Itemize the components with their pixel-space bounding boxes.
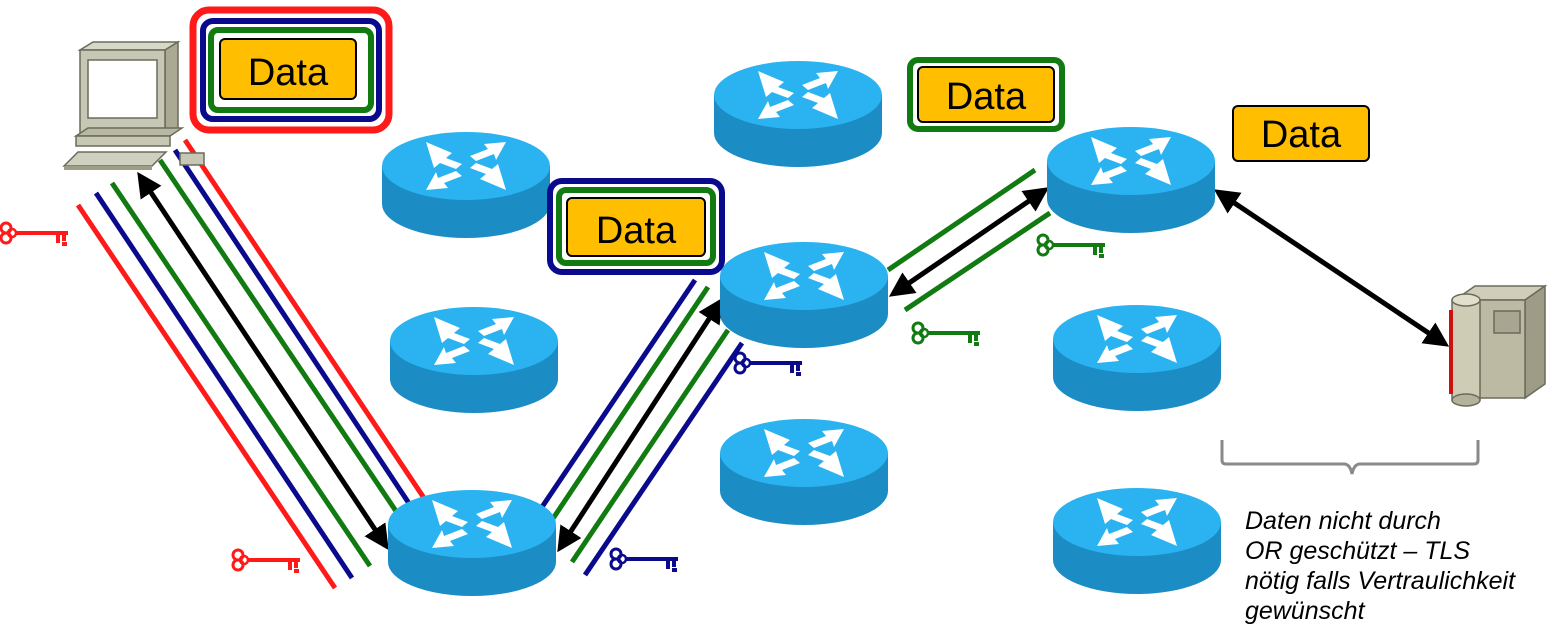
arrow-router2-router3 — [888, 187, 1050, 297]
packet-label: Data — [1261, 114, 1342, 156]
packet-label: Data — [596, 210, 677, 252]
arrow-router1-router2 — [557, 297, 723, 553]
link-router1-router2 — [537, 278, 745, 577]
key-icon — [1036, 233, 1107, 260]
arrow-client-router1 — [137, 171, 389, 551]
packet-client: Data — [189, 6, 393, 134]
arrow-router3-server — [1213, 189, 1450, 347]
packet-label: Data — [946, 76, 1027, 118]
packet-hop2: Data — [907, 57, 1065, 132]
router-icon — [1053, 488, 1221, 594]
router-icon — [714, 61, 882, 167]
link-router2-router3 — [886, 167, 1052, 313]
caption: Daten nicht durch OR geschützt – TLS nöt… — [1245, 506, 1555, 626]
router-icon — [388, 490, 556, 596]
router-icon — [382, 132, 550, 238]
curly-brace-icon — [1220, 440, 1480, 475]
key-icon — [0, 221, 70, 248]
caption-line: nötig falls Vertraulichkeit — [1245, 567, 1516, 595]
router-icon — [720, 242, 888, 348]
desktop-computer-icon — [62, 40, 205, 170]
packet-hop1: Data — [547, 178, 725, 275]
packet-exit: Data — [1232, 105, 1370, 162]
key-icon — [609, 547, 680, 574]
key-icon — [231, 548, 302, 575]
router-icon — [1053, 305, 1221, 411]
server-tower-icon — [1449, 284, 1548, 407]
key-icon — [911, 321, 982, 348]
caption-line: gewünscht — [1245, 597, 1365, 625]
router-icon — [720, 419, 888, 525]
router-icon — [390, 307, 558, 413]
packet-label: Data — [248, 52, 329, 94]
router-icon — [1047, 127, 1215, 233]
key-icon — [733, 351, 804, 378]
caption-line: Daten nicht durch — [1245, 507, 1441, 535]
caption-line: OR geschützt – TLS — [1245, 537, 1471, 565]
link-client-router1 — [75, 138, 435, 590]
